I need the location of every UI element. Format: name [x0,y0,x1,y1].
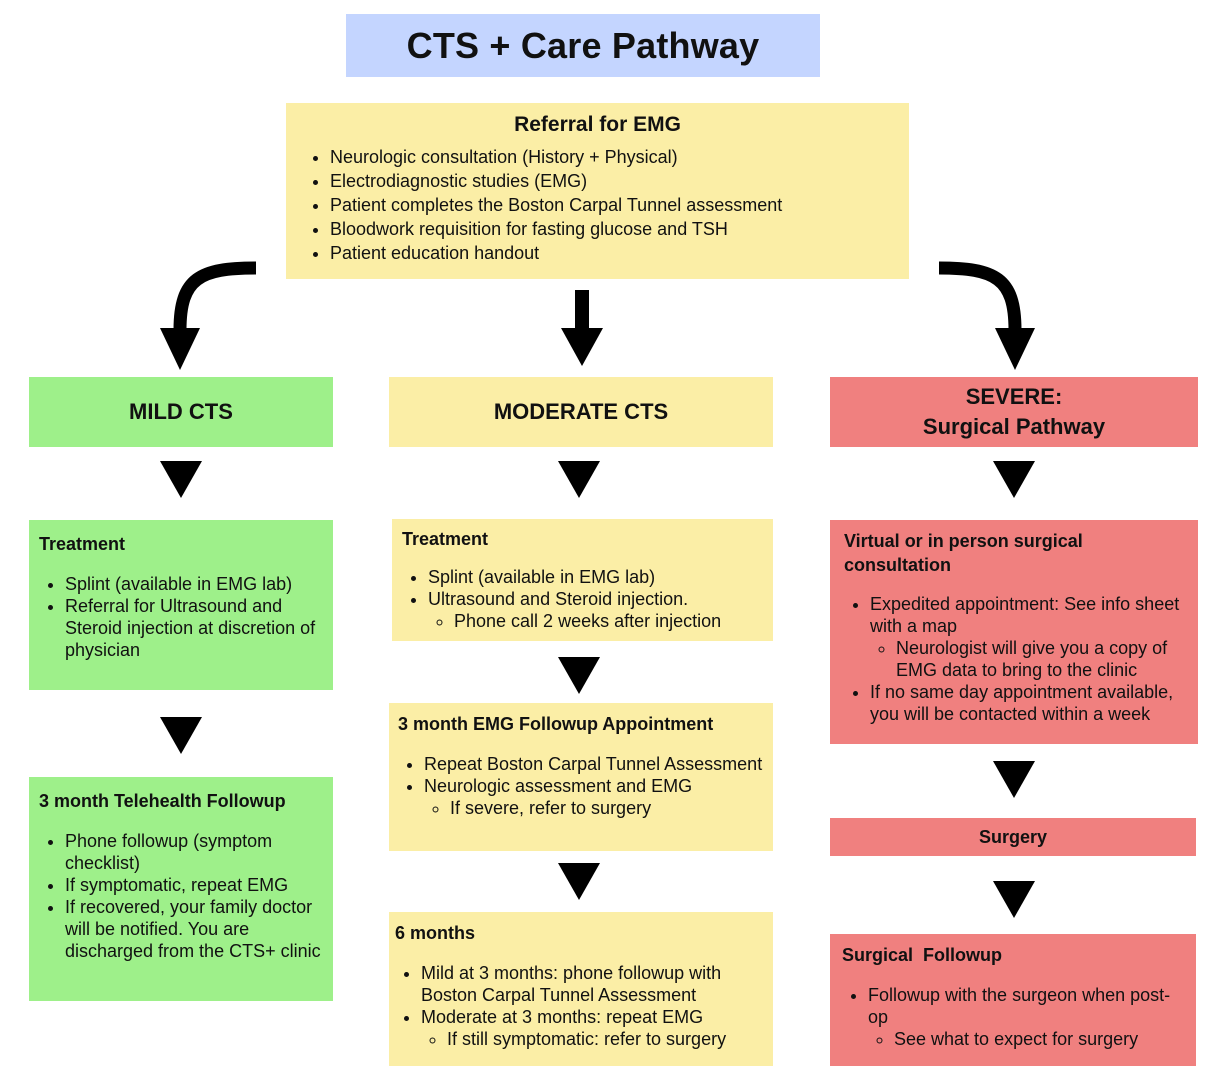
sub-list-item: Neurologist will give you a copy of EMG … [896,637,1194,681]
straight-arrow-center-shaft [575,290,589,330]
sub-list: Phone call 2 weeks after injection [428,610,763,632]
mild-treatment-list: Splint (available in EMG lab) Referral f… [39,573,323,661]
list-item: Bloodwork requisition for fasting glucos… [330,217,889,241]
severe-consult-box: Virtual or in person surgical consultati… [830,520,1198,744]
list-item: If recovered, your family doctor will be… [65,896,323,962]
moderate-followup-box: 3 month EMG Followup Appointment Repeat … [389,703,773,851]
list-item-text: Moderate at 3 months: repeat EMG [421,1007,704,1027]
moderate-heading: MODERATE CTS [493,399,669,424]
moderate-six-months-box: 6 months Mild at 3 months: phone followu… [389,912,773,1066]
referral-heading: Referral for EMG [514,113,681,136]
referral-list: Neurologic consultation (History + Physi… [306,145,889,265]
consult-heading: Virtual or in person surgical consultati… [844,531,1083,575]
down-triangle-icon [160,717,202,754]
list-item-text: Followup with the surgeon when post-op [868,985,1171,1027]
title-banner: CTS + Care Pathway [346,14,820,77]
moderate-header: MODERATE CTS [389,377,773,447]
sub-list: If severe, refer to surgery [424,797,764,819]
sub-list: Neurologist will give you a copy of EMG … [870,637,1194,681]
list-item: Expedited appointment: See info sheet wi… [870,593,1194,681]
sub-list: If still symptomatic: refer to surgery [421,1028,767,1050]
severe-heading-line2: Surgical Pathway [922,414,1106,439]
moderate-treatment-heading: Treatment [402,529,489,549]
surgery-box: Surgery [830,818,1196,856]
down-triangle-icon [993,881,1035,918]
sub-list: See what to expect for surgery [868,1028,1190,1050]
arrowhead-right [995,328,1035,370]
sub-list-item: Phone call 2 weeks after injection [454,610,763,632]
list-item: Repeat Boston Carpal Tunnel Assessment [424,753,764,775]
sub-list-item: If still symptomatic: refer to surgery [447,1028,767,1050]
down-triangle-icon [558,863,600,900]
mild-followup-list: Phone followup (symptom checklist) If sy… [39,830,323,962]
down-triangle-icon [160,461,202,498]
severe-heading-line1: SEVERE: [965,384,1063,409]
list-item-text: Expedited appointment: See info sheet wi… [870,594,1180,636]
list-item-text: Neurologic assessment and EMG [424,776,693,796]
surgical-followup-heading: Surgical Followup [842,945,1003,965]
arrowhead-left [160,328,200,370]
mild-header: MILD CTS [29,377,333,447]
list-item: Mild at 3 months: phone followup with Bo… [421,962,767,1006]
mild-followup-box: 3 month Telehealth Followup Phone follow… [29,777,333,1001]
moderate-followup-heading: 3 month EMG Followup Appointment [398,714,714,734]
six-months-heading: 6 months [395,923,476,943]
surgical-followup-list: Followup with the surgeon when post-op S… [842,984,1190,1050]
down-triangle-icon [993,761,1035,798]
down-triangle-icon [558,461,600,498]
page-title: CTS + Care Pathway [406,24,760,66]
list-item: If no same day appointment available, yo… [870,681,1194,725]
severe-header: SEVERE: Surgical Pathway [830,377,1198,447]
surgery-heading: Surgery [978,826,1048,847]
list-item: Patient education handout [330,241,889,265]
list-item: Electrodiagnostic studies (EMG) [330,169,889,193]
sub-list-item: If severe, refer to surgery [450,797,764,819]
list-item: Splint (available in EMG lab) [428,566,763,588]
down-triangle-icon [558,657,600,694]
surgical-followup-box: Surgical Followup Followup with the surg… [830,934,1196,1066]
list-item: Phone followup (symptom checklist) [65,830,323,874]
referral-box: Referral for EMG Neurologic consultation… [286,103,909,279]
mild-treatment-heading: Treatment [39,534,126,554]
list-item: Referral for Ultrasound and Steroid inje… [65,595,323,661]
curved-arrow-left [173,261,257,331]
list-item: Neurologic consultation (History + Physi… [330,145,889,169]
curved-arrow-right [938,261,1022,331]
mild-treatment-box: Treatment Splint (available in EMG lab) … [29,520,333,690]
list-item: If symptomatic, repeat EMG [65,874,323,896]
arrowhead-center [561,328,603,366]
mild-followup-heading: 3 month Telehealth Followup [39,791,286,811]
mild-heading: MILD CTS [129,399,233,424]
moderate-treatment-box: Treatment Splint (available in EMG lab) … [392,519,773,641]
list-item: Patient completes the Boston Carpal Tunn… [330,193,889,217]
list-item: Ultrasound and Steroid injection. Phone … [428,588,763,632]
list-item-text: Ultrasound and Steroid injection. [428,589,689,609]
moderate-followup-list: Repeat Boston Carpal Tunnel Assessment N… [398,753,764,819]
moderate-treatment-list: Splint (available in EMG lab) Ultrasound… [402,566,763,632]
list-item: Splint (available in EMG lab) [65,573,323,595]
six-months-list: Mild at 3 months: phone followup with Bo… [395,962,767,1050]
consult-list: Expedited appointment: See info sheet wi… [844,593,1194,725]
list-item: Moderate at 3 months: repeat EMG If stil… [421,1006,767,1050]
down-triangle-icon [993,461,1035,498]
sub-list-item: See what to expect for surgery [894,1028,1190,1050]
list-item: Followup with the surgeon when post-op S… [868,984,1190,1050]
list-item: Neurologic assessment and EMG If severe,… [424,775,764,819]
